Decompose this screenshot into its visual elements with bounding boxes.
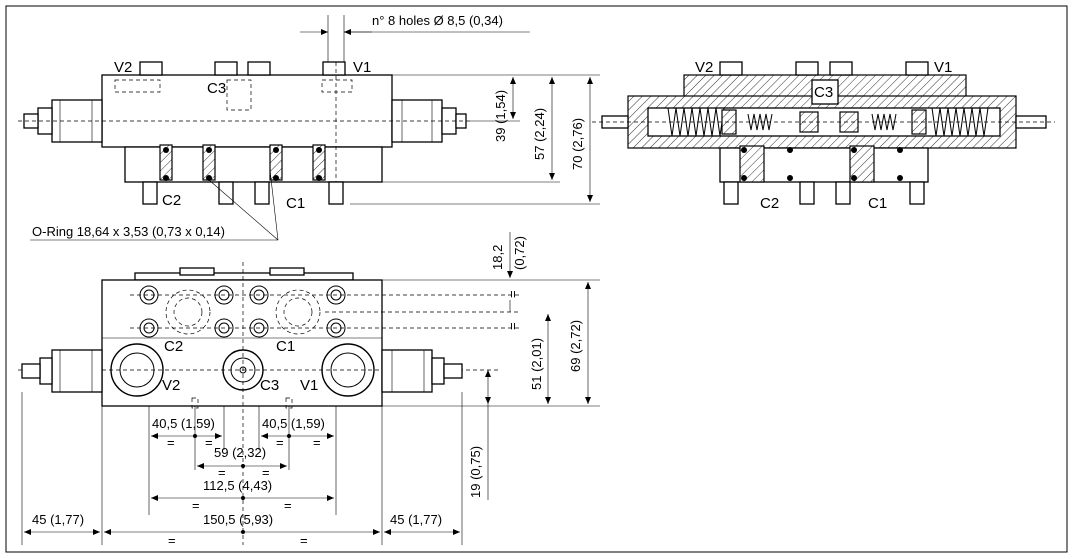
- side-c3-label: C3: [207, 80, 226, 97]
- section-c3-label: C3: [814, 84, 833, 101]
- section-c1-label: C1: [868, 195, 887, 212]
- oring-note: O-Ring 18,64 x 3,53 (0,73 x 0,14): [32, 224, 225, 239]
- dim-51: 51 (2,01): [529, 338, 544, 390]
- drawing-frame: [5, 5, 1068, 553]
- eq-mark-6: =: [262, 465, 270, 480]
- top-c2-label: C2: [164, 338, 183, 355]
- eq-mark-10: =: [300, 533, 308, 548]
- side-v2-label: V2: [114, 59, 132, 76]
- eq-mark-r2: =: [505, 322, 520, 330]
- holes-note: n° 8 holes Ø 8,5 (0,34): [372, 13, 503, 28]
- top-view: C2 C1 V2 C3 V1 18,2 (0,72) 51 (2,01) 69 …: [18, 232, 600, 548]
- eq-mark-3: =: [276, 435, 284, 450]
- top-c3-label: C3: [260, 377, 279, 394]
- section-view: V2 V1 C3 C2 C1: [592, 59, 1055, 212]
- eq-mark-8: =: [284, 498, 292, 513]
- dim-59: 59 (2,32): [214, 445, 266, 460]
- eq-mark-5: =: [218, 465, 226, 480]
- dim-19: 19 (0,75): [468, 446, 483, 498]
- dim-112: 112,5 (4,43): [203, 478, 272, 493]
- dim-150: 150,5 (5,93): [203, 512, 273, 527]
- dim-40-right: 40,5 (1,59): [262, 416, 325, 431]
- top-v1-label: V1: [300, 377, 318, 394]
- dim-40-left: 40,5 (1,59): [152, 416, 215, 431]
- dim-70: 70 (2,76): [570, 118, 585, 170]
- eq-mark-7: =: [192, 498, 200, 513]
- top-c1-label: C1: [276, 338, 295, 355]
- dim-45-right: 45 (1,77): [390, 512, 442, 527]
- eq-mark-9: =: [168, 533, 176, 548]
- dim-18-inch: (0,72): [512, 236, 527, 270]
- side-c1-label: C1: [286, 195, 305, 212]
- eq-mark-1: =: [167, 435, 175, 450]
- side-v1-label: V1: [353, 59, 371, 76]
- dim-39: 39 (1,54): [493, 90, 508, 142]
- top-v2-label: V2: [162, 377, 180, 394]
- eq-mark-4: =: [313, 435, 321, 450]
- section-v2-label: V2: [695, 59, 713, 76]
- eq-mark-2: =: [205, 435, 213, 450]
- side-view: V2 V1 C3 C2 C1 n° 8 holes Ø 8,5 (0,34) O…: [18, 13, 600, 241]
- side-c2-label: C2: [162, 192, 181, 209]
- dim-45-left: 45 (1,77): [32, 512, 84, 527]
- dim-69: 69 (2,72): [568, 320, 583, 372]
- section-c2-label: C2: [760, 195, 779, 212]
- dim-57: 57 (2,24): [532, 108, 547, 160]
- eq-mark-r1: =: [505, 290, 520, 298]
- dim-18: 18,2: [490, 245, 505, 270]
- section-v1-label: V1: [934, 59, 952, 76]
